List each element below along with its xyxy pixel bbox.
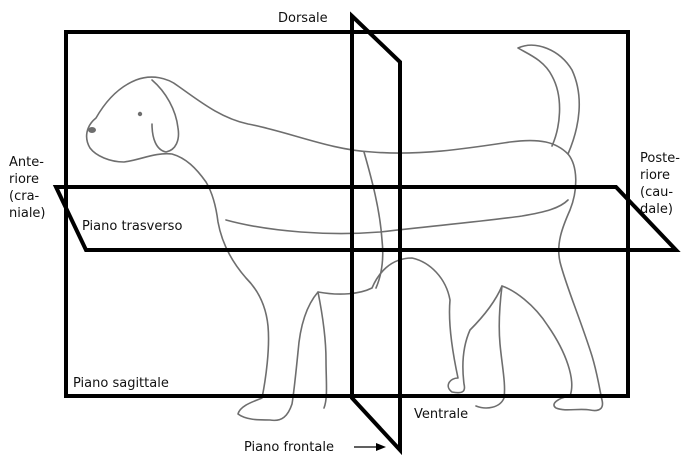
label-dorsale: Dorsale <box>278 10 328 27</box>
dog-eye <box>138 112 142 116</box>
dog-ear <box>152 80 179 152</box>
dog-chest-line <box>364 152 383 288</box>
label-posteriore-line: riore <box>640 167 680 184</box>
label-anteriore-line: niale) <box>9 205 46 222</box>
dog-back-leg-inner <box>476 286 505 408</box>
sagittal-plane <box>66 32 628 396</box>
label-posteriore-line: Poste- <box>640 150 680 167</box>
label-posteriore-line: dale) <box>640 201 680 218</box>
label-ventrale: Ventrale <box>414 406 468 423</box>
label-anteriore-line: Ante- <box>9 154 46 171</box>
label-anteriore-line: riore <box>9 171 46 188</box>
dog-nose <box>88 127 96 133</box>
dog-front-leg-inner <box>318 292 327 408</box>
label-anteriore-line: (cra- <box>9 188 46 205</box>
label-posteriore: Poste- riore (cau- dale) <box>640 150 680 218</box>
label-posteriore-line: (cau- <box>640 184 680 201</box>
label-piano-frontale: Piano frontale <box>244 439 334 456</box>
label-piano-sagittale: Piano sagittale <box>73 375 169 392</box>
frontal-plane-arrow <box>354 443 386 451</box>
dog-belly-line <box>226 200 568 234</box>
label-anteriore: Ante- riore (cra- niale) <box>9 154 46 222</box>
dog-tail <box>518 45 579 154</box>
label-piano-trasverso: Piano trasverso <box>82 218 182 235</box>
